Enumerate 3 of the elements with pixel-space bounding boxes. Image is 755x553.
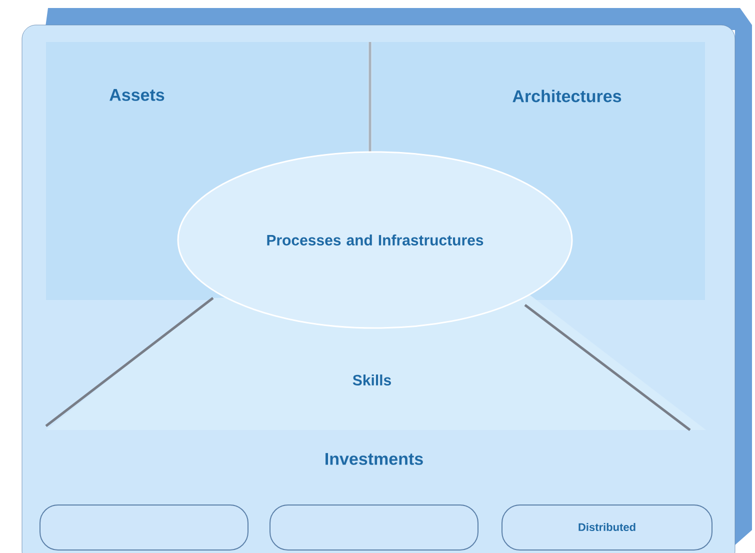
pill-button — [270, 504, 478, 550]
pill-button — [40, 504, 248, 550]
pill-button: Distributed — [502, 504, 712, 550]
